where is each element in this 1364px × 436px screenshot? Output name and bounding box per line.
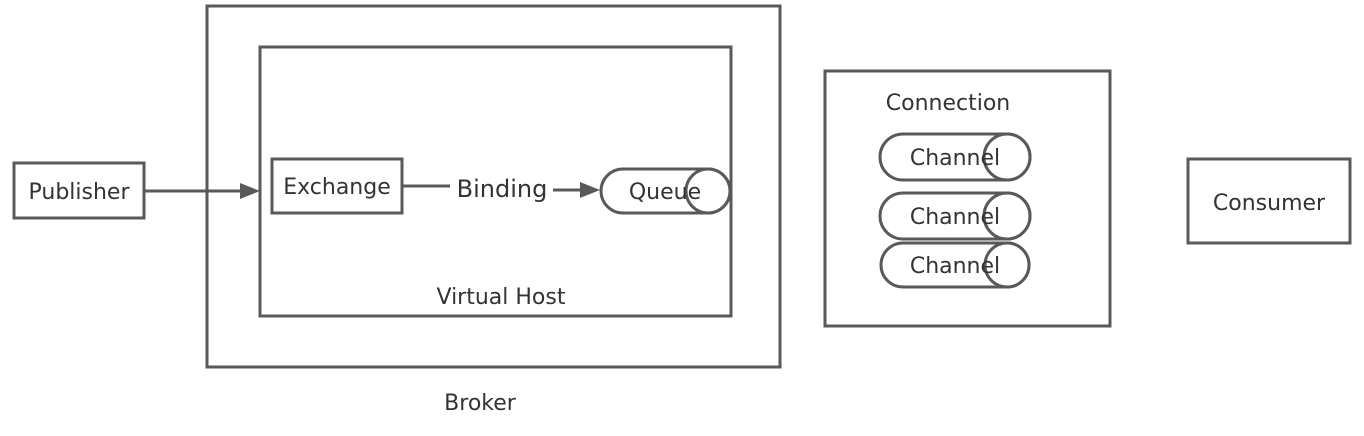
consumer-box — [1186, 157, 1352, 245]
channel-label: Channel — [910, 254, 1000, 279]
channel-cylinder-cap — [982, 132, 1032, 182]
channel-cylinder-cap — [982, 191, 1032, 241]
queue-cylinder-cap — [684, 167, 732, 215]
publisher-label: Publisher — [29, 180, 131, 205]
connection-label: Connection — [886, 91, 1010, 116]
publisher-box — [12, 161, 146, 220]
broker-label: Broker — [444, 391, 517, 416]
publisher-to-exchange-arrowhead — [240, 183, 260, 199]
virtual-host-label: Virtual Host — [437, 285, 566, 310]
channel-label: Channel — [910, 205, 1000, 230]
binding-label: Binding — [457, 175, 548, 203]
consumer-label: Consumer — [1213, 191, 1326, 216]
channel-cylinder-cap — [983, 241, 1031, 289]
exchange-label: Exchange — [283, 175, 391, 200]
queue-label: Queue — [629, 180, 701, 205]
exchange-box — [270, 157, 404, 215]
channel-label: Channel — [910, 146, 1000, 171]
binding-to-queue-arrowhead — [580, 182, 600, 198]
